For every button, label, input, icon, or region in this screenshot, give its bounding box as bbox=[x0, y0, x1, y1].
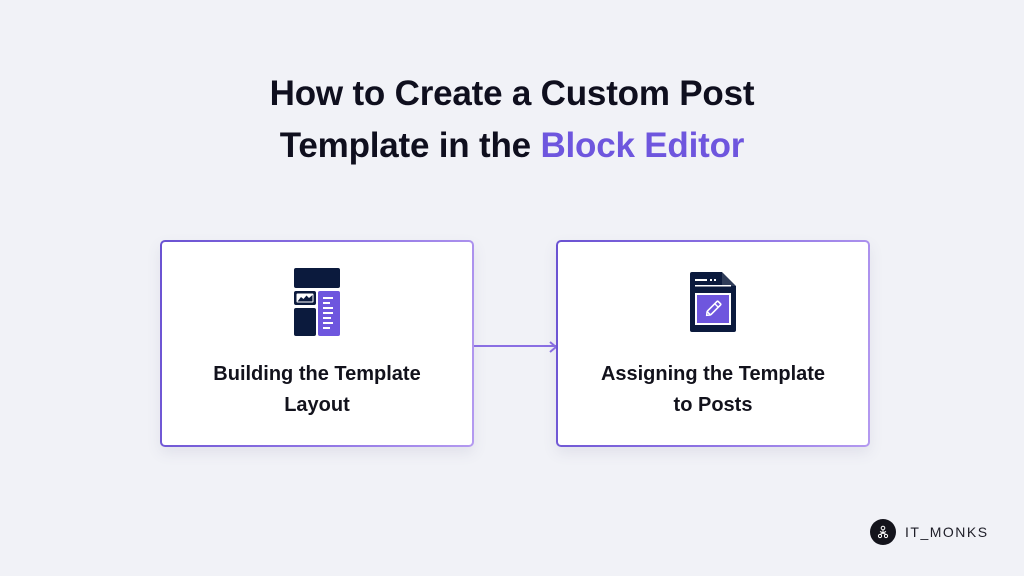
step-label-line-2: to Posts bbox=[673, 394, 753, 416]
it-monks-logo-icon bbox=[870, 519, 896, 545]
step-label-line-1: Assigning the Template bbox=[600, 363, 826, 385]
brand-logo: IT_MONKS bbox=[870, 519, 989, 545]
step-label-line-1: Building the Template bbox=[213, 363, 421, 385]
title-accent: Block Editor bbox=[540, 126, 745, 165]
document-edit-icon bbox=[689, 267, 737, 338]
step-label: Assigning the Template to Posts bbox=[558, 359, 868, 421]
title-line-1: How to Create a Custom Post bbox=[269, 74, 755, 113]
page-title: How to Create a Custom Post Template in … bbox=[0, 68, 1024, 172]
step-label-line-2: Layout bbox=[284, 394, 350, 416]
brand-name: IT_MONKS bbox=[905, 524, 989, 540]
step-label: Building the Template Layout bbox=[162, 359, 472, 421]
layout-template-icon bbox=[293, 267, 341, 342]
step-card-building-layout: Building the Template Layout bbox=[160, 240, 474, 447]
title-line-2-prefix: Template in the bbox=[279, 126, 541, 165]
step-card-assigning-template: Assigning the Template to Posts bbox=[556, 240, 870, 447]
connector-line bbox=[474, 345, 556, 347]
